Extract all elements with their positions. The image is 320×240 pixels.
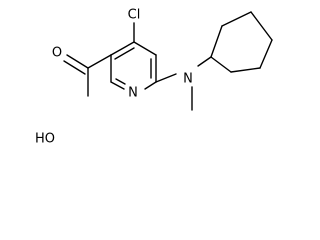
amine-nitrogen-label: N [183, 72, 193, 87]
ring-bond-n1-c2 [110, 81, 125, 90]
ring-bond-c3-c4 [110, 41, 135, 56]
cyclohexyl-bond-1 [210, 25, 223, 58]
ring-bond-c6-n1 [144, 81, 157, 90]
chlorine-label: Cl [128, 8, 141, 23]
ring-bond-c3-c4-inner [114, 47, 135, 60]
cyclohexyl-bond-5 [230, 67, 261, 73]
ring-bond-c4-c5 [133, 41, 157, 56]
cyclohexyl-bond-4 [259, 39, 273, 69]
cyclohexyl-bond-2 [221, 11, 252, 27]
label-layer: O HO Cl N N [35, 8, 193, 147]
ring-bond-n1-c2-inner [115, 78, 126, 85]
carboxyl-oxygen-label: O [52, 46, 62, 61]
hydroxyl-label: HO [35, 132, 55, 147]
bond-ring-to-carboxyl [87, 54, 112, 69]
cyclohexyl-bond-3 [250, 11, 273, 41]
bond-layer [63, 11, 273, 111]
bond-amine-nitrogen-to-cyclohexyl [197, 56, 212, 67]
carbonyl-double-bond-outer [66, 54, 89, 69]
chemical-structure-diagram: O HO Cl N N [35, 8, 273, 147]
cyclohexyl-bond-6 [210, 56, 232, 73]
carbonyl-double-bond-inner [63, 60, 86, 75]
ring-nitrogen-label: N [128, 86, 138, 101]
bond-ring-to-amine-nitrogen [155, 73, 177, 83]
